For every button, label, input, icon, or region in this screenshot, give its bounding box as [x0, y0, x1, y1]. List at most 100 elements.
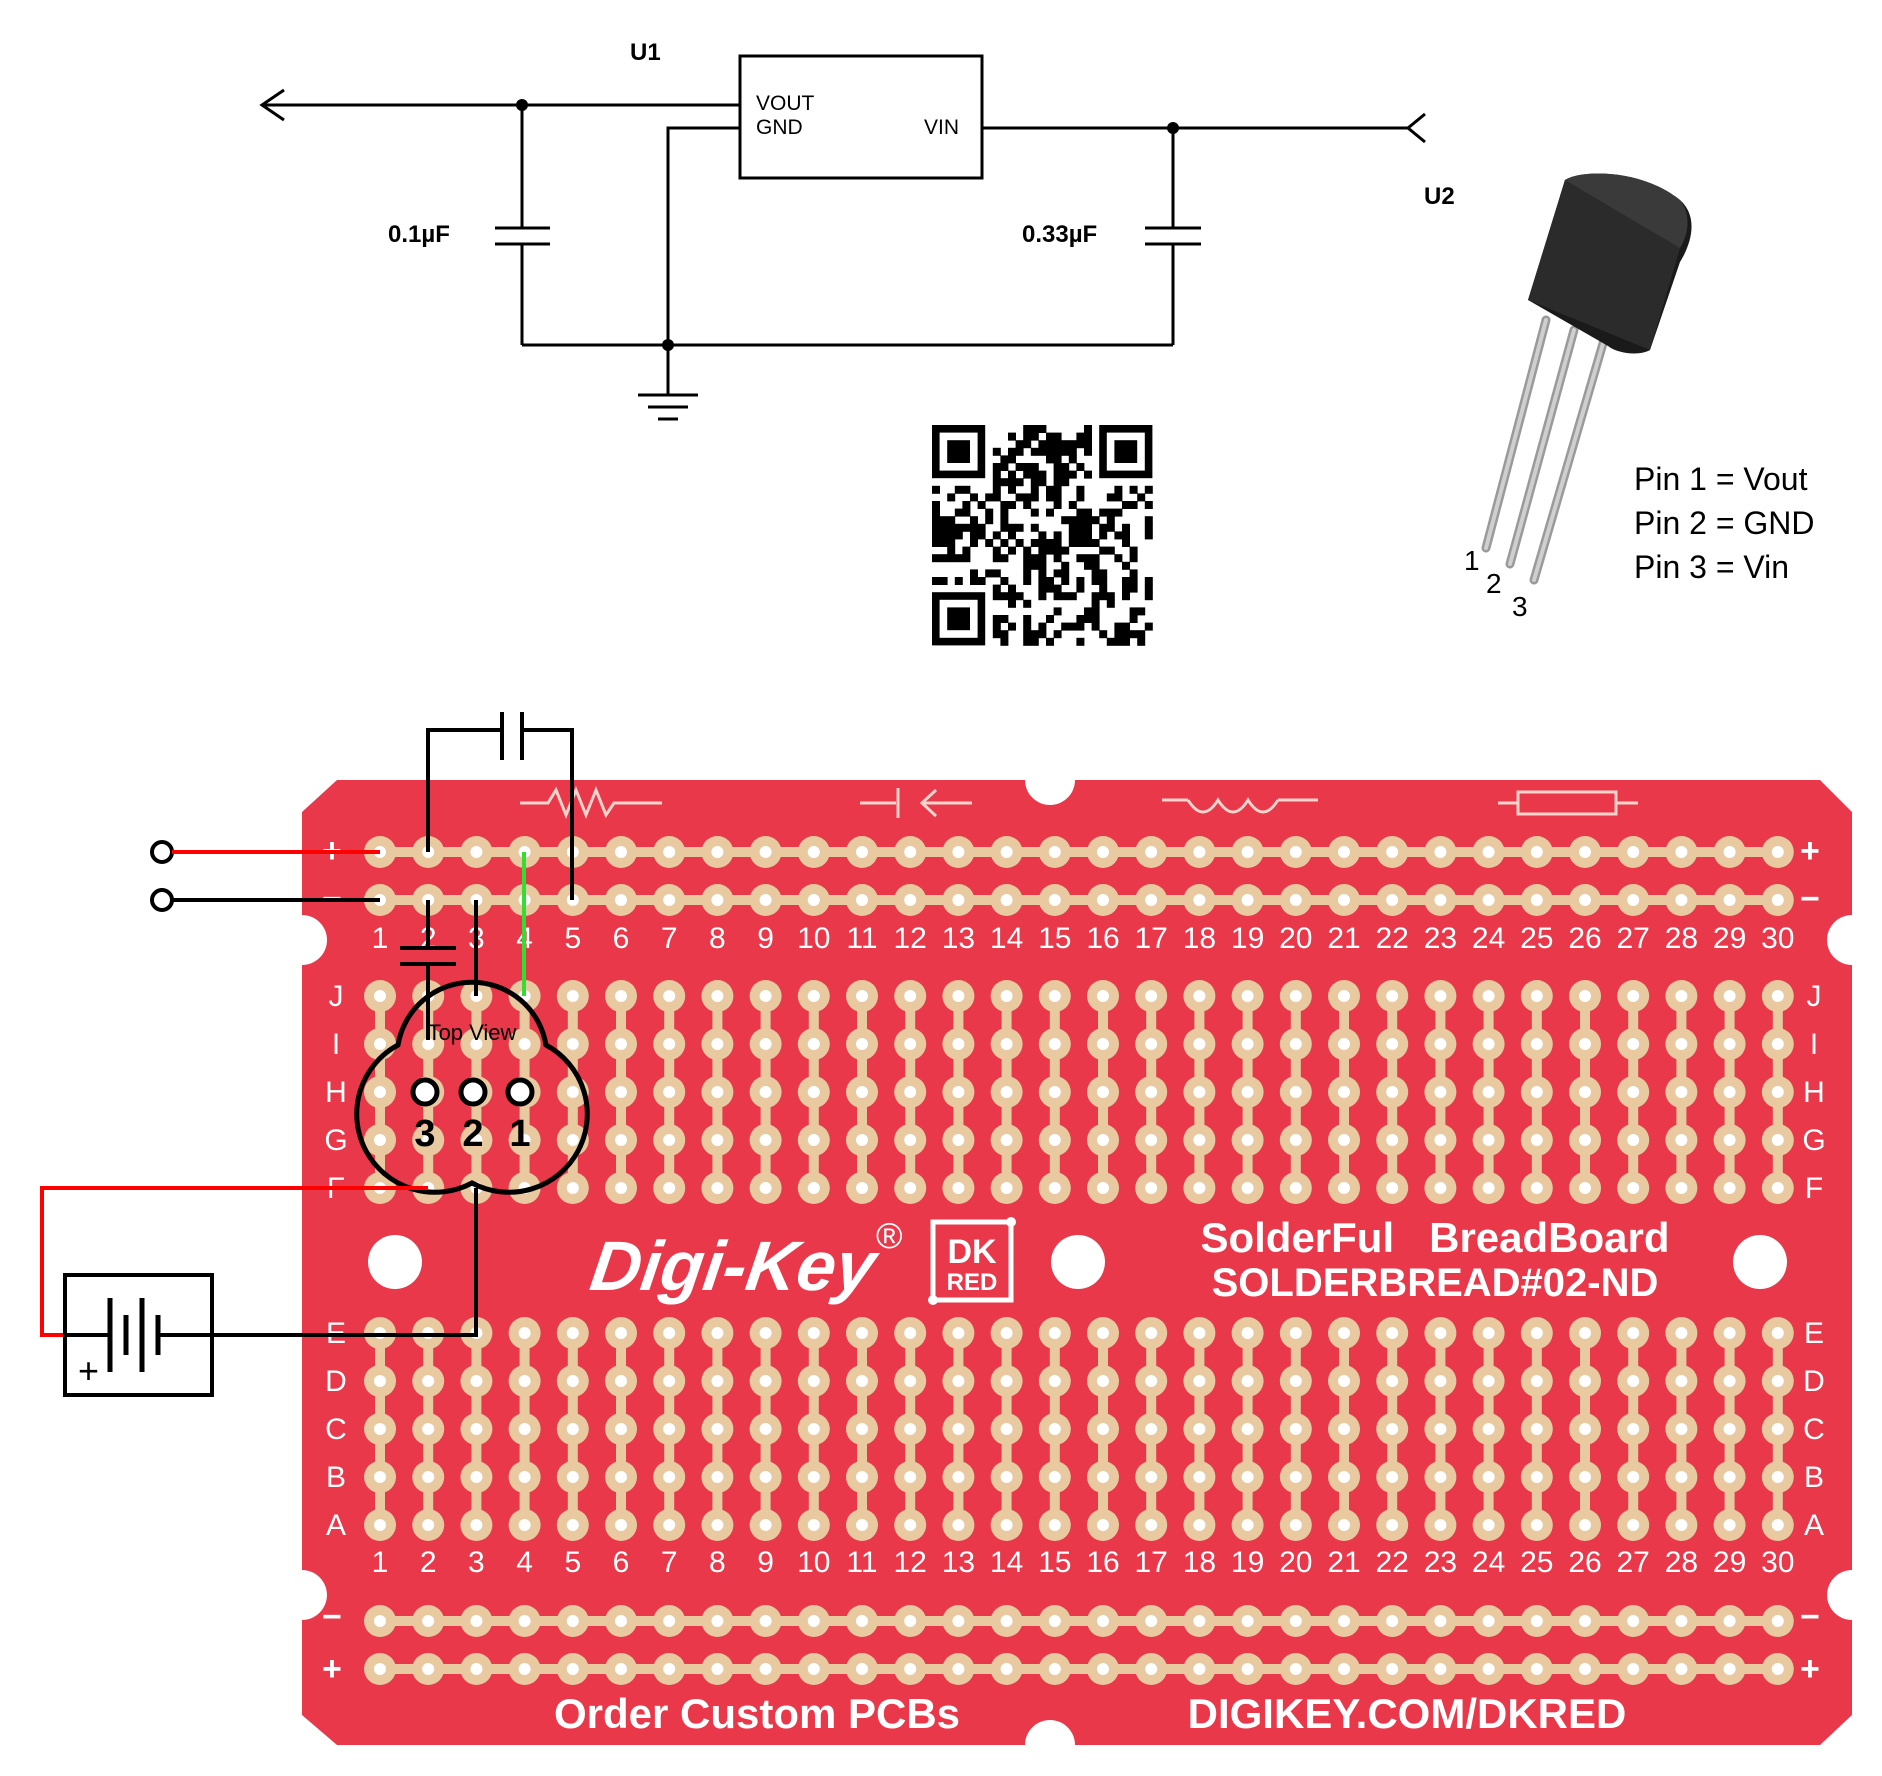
- pad-J29[interactable]: [1713, 980, 1746, 1012]
- pad-J13[interactable]: [942, 980, 975, 1012]
- pad-A4[interactable]: [508, 1509, 541, 1541]
- pad-C29[interactable]: [1713, 1413, 1746, 1445]
- pad-F23[interactable]: [1424, 1172, 1457, 1204]
- pad-J18[interactable]: [1183, 980, 1216, 1012]
- rail-pad-top-minus[interactable]: [894, 884, 927, 916]
- pad-H28[interactable]: [1665, 1076, 1698, 1108]
- pad-G4[interactable]: [508, 1124, 541, 1156]
- pad-H13[interactable]: [942, 1076, 975, 1108]
- pad-G21[interactable]: [1328, 1124, 1360, 1156]
- input-terminal-positive[interactable]: [150, 840, 174, 864]
- rail-pad-top-minus[interactable]: [1713, 884, 1746, 916]
- input-terminal-negative[interactable]: [150, 888, 174, 912]
- pad-B24[interactable]: [1472, 1461, 1505, 1493]
- pad-D16[interactable]: [1087, 1365, 1119, 1397]
- pad-C8[interactable]: [701, 1413, 734, 1445]
- pad-G23[interactable]: [1424, 1124, 1457, 1156]
- pad-C7[interactable]: [653, 1413, 686, 1445]
- pad-B6[interactable]: [605, 1461, 637, 1493]
- pad-G1[interactable]: [364, 1124, 396, 1156]
- rail-pad-top-plus[interactable]: [1424, 836, 1457, 868]
- pad-I2[interactable]: [412, 1028, 445, 1060]
- rail-pad-top-plus[interactable]: [701, 836, 734, 868]
- pad-E22[interactable]: [1376, 1317, 1409, 1349]
- rail-pad-bottom-minus[interactable]: [990, 1605, 1023, 1637]
- rail-pad-top-plus[interactable]: [797, 836, 830, 868]
- pad-B21[interactable]: [1328, 1461, 1360, 1493]
- pad-G30[interactable]: [1761, 1124, 1794, 1156]
- rail-pad-top-plus[interactable]: [1135, 836, 1168, 868]
- pad-F17[interactable]: [1135, 1172, 1168, 1204]
- pad-B2[interactable]: [412, 1461, 445, 1493]
- pad-E17[interactable]: [1135, 1317, 1168, 1349]
- rail-pad-bottom-minus[interactable]: [653, 1605, 686, 1637]
- pad-B9[interactable]: [749, 1461, 782, 1493]
- pad-J11[interactable]: [846, 980, 878, 1012]
- pad-F8[interactable]: [701, 1172, 734, 1204]
- pad-F24[interactable]: [1472, 1172, 1505, 1204]
- pad-D7[interactable]: [653, 1365, 686, 1397]
- rail-pad-bottom-minus[interactable]: [460, 1605, 493, 1637]
- pad-H15[interactable]: [1038, 1076, 1071, 1108]
- rail-pad-bottom-minus[interactable]: [412, 1605, 445, 1637]
- pad-D28[interactable]: [1665, 1365, 1698, 1397]
- pad-E11[interactable]: [846, 1317, 878, 1349]
- pad-A14[interactable]: [990, 1509, 1023, 1541]
- rail-pad-bottom-plus[interactable]: [605, 1653, 637, 1685]
- pad-J26[interactable]: [1569, 980, 1601, 1012]
- pad-D9[interactable]: [749, 1365, 782, 1397]
- pad-F5[interactable]: [556, 1172, 589, 1204]
- pad-I13[interactable]: [942, 1028, 975, 1060]
- pad-G11[interactable]: [846, 1124, 878, 1156]
- rail-pad-top-plus[interactable]: [1472, 836, 1505, 868]
- rail-pad-bottom-minus[interactable]: [1665, 1605, 1698, 1637]
- rail-pad-bottom-plus[interactable]: [460, 1653, 493, 1685]
- pad-A27[interactable]: [1617, 1509, 1650, 1541]
- rail-pad-bottom-minus[interactable]: [1617, 1605, 1650, 1637]
- rail-pad-top-plus[interactable]: [1569, 836, 1601, 868]
- pad-A19[interactable]: [1231, 1509, 1264, 1541]
- pad-I20[interactable]: [1279, 1028, 1312, 1060]
- rail-pad-top-minus[interactable]: [1424, 884, 1457, 916]
- pad-A25[interactable]: [1520, 1509, 1553, 1541]
- rail-pad-top-minus[interactable]: [1328, 884, 1360, 916]
- pad-G28[interactable]: [1665, 1124, 1698, 1156]
- pad-C6[interactable]: [605, 1413, 637, 1445]
- pad-J28[interactable]: [1665, 980, 1698, 1012]
- pad-F14[interactable]: [990, 1172, 1023, 1204]
- pad-D13[interactable]: [942, 1365, 975, 1397]
- rail-pad-bottom-minus[interactable]: [556, 1605, 589, 1637]
- rail-pad-bottom-minus[interactable]: [846, 1605, 878, 1637]
- pad-B10[interactable]: [797, 1461, 830, 1493]
- pad-C3[interactable]: [460, 1413, 493, 1445]
- rail-pad-bottom-minus[interactable]: [1231, 1605, 1264, 1637]
- rail-pad-bottom-plus[interactable]: [1569, 1653, 1601, 1685]
- pad-D29[interactable]: [1713, 1365, 1746, 1397]
- pad-I25[interactable]: [1520, 1028, 1553, 1060]
- rail-pad-top-plus[interactable]: [1617, 836, 1650, 868]
- rail-pad-bottom-plus[interactable]: [412, 1653, 445, 1685]
- pad-H23[interactable]: [1424, 1076, 1457, 1108]
- pad-B4[interactable]: [508, 1461, 541, 1493]
- pad-A15[interactable]: [1038, 1509, 1071, 1541]
- rail-pad-bottom-minus[interactable]: [1472, 1605, 1505, 1637]
- rail-pad-bottom-minus[interactable]: [1713, 1605, 1746, 1637]
- pad-C18[interactable]: [1183, 1413, 1216, 1445]
- pad-E30[interactable]: [1761, 1317, 1794, 1349]
- pad-F26[interactable]: [1569, 1172, 1601, 1204]
- pad-H14[interactable]: [990, 1076, 1023, 1108]
- rail-pad-bottom-minus[interactable]: [508, 1605, 541, 1637]
- pad-I8[interactable]: [701, 1028, 734, 1060]
- pad-J14[interactable]: [990, 980, 1023, 1012]
- rail-pad-top-minus[interactable]: [653, 884, 686, 916]
- rail-pad-top-minus[interactable]: [1761, 884, 1794, 916]
- pad-G14[interactable]: [990, 1124, 1023, 1156]
- pad-J30[interactable]: [1761, 980, 1794, 1012]
- pad-I5[interactable]: [556, 1028, 589, 1060]
- rail-pad-bottom-minus[interactable]: [1761, 1605, 1794, 1637]
- rail-pad-bottom-plus[interactable]: [749, 1653, 782, 1685]
- pad-D1[interactable]: [364, 1365, 396, 1397]
- pad-G19[interactable]: [1231, 1124, 1264, 1156]
- pad-H30[interactable]: [1761, 1076, 1794, 1108]
- pad-G12[interactable]: [894, 1124, 927, 1156]
